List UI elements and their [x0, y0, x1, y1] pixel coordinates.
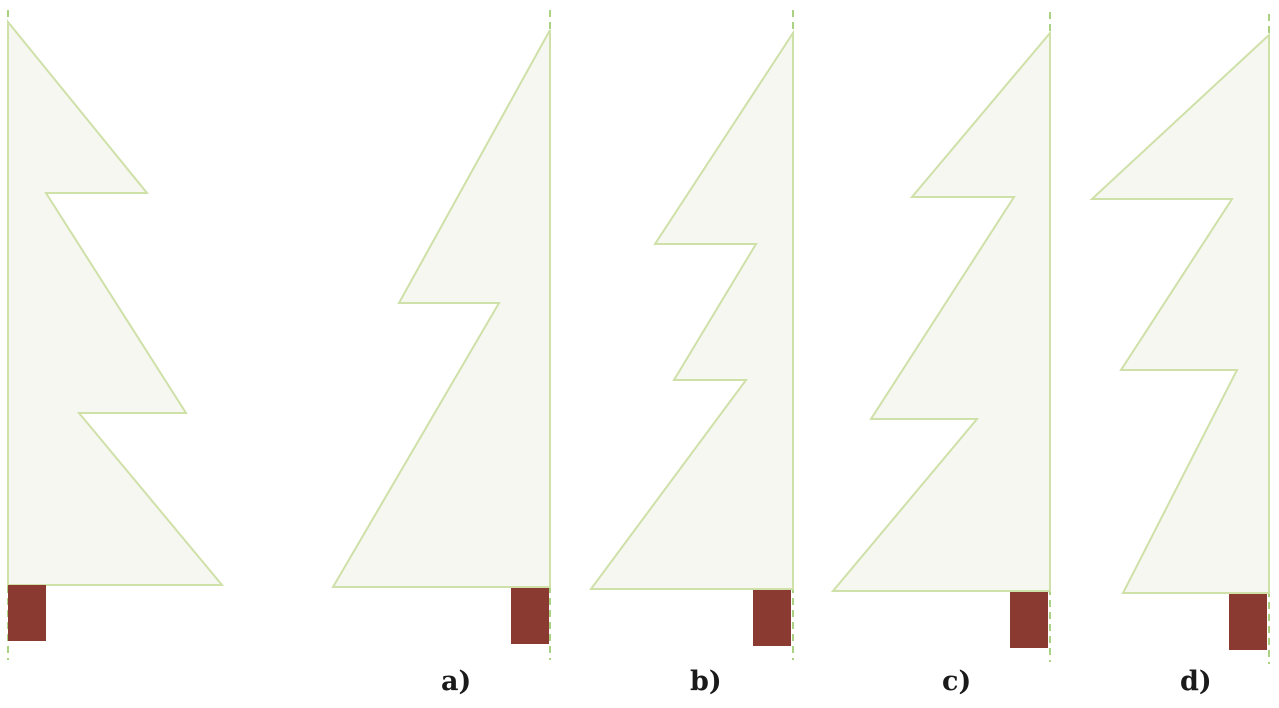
original-half-tree [7, 10, 225, 660]
option-d-half-tree [1089, 14, 1270, 664]
option-a-label: a) [441, 666, 472, 697]
trunk-d [1229, 594, 1267, 650]
tree-crown-original [7, 19, 225, 586]
option-b-half-tree [589, 10, 794, 660]
option-c-half-tree [830, 12, 1051, 662]
option-a-half-tree [331, 10, 551, 660]
tree-crown-a [331, 29, 551, 588]
option-b-label: b) [690, 666, 722, 697]
trunk-c [1010, 592, 1048, 648]
trunk-b [753, 590, 791, 646]
trunk-original [8, 585, 46, 641]
tree-crown-b [589, 29, 794, 590]
tree-crown-c [830, 30, 1051, 592]
trunk-a [511, 588, 549, 644]
tree-crown-d [1089, 32, 1270, 594]
option-d-label: d) [1180, 666, 1212, 697]
option-c-label: c) [942, 666, 972, 697]
